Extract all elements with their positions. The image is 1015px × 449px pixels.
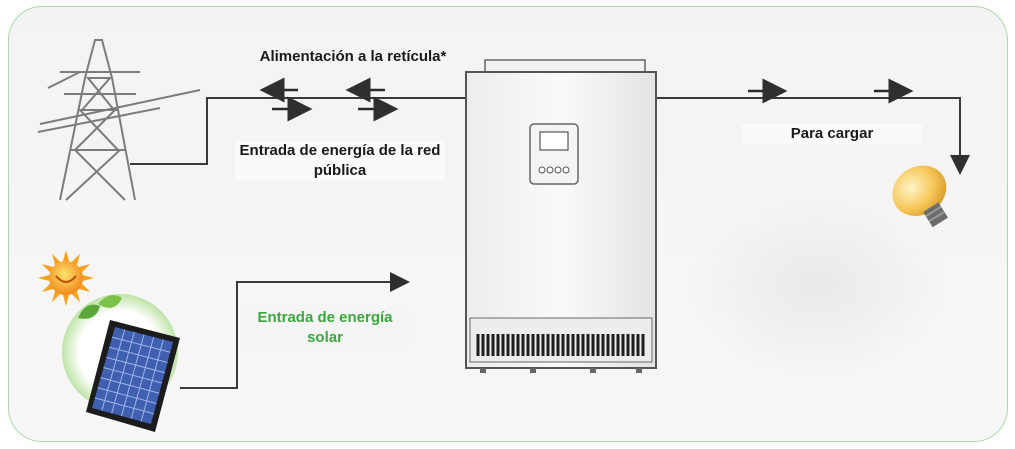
solar-line [180, 272, 410, 389]
load-line [655, 97, 970, 175]
inverter-vent [476, 334, 645, 356]
solar-panel-icon [62, 294, 180, 432]
load-label: Para cargar [742, 124, 922, 144]
inverter-screen [539, 131, 569, 151]
transmission-tower-icon [37, 39, 201, 201]
light-bulb-icon [892, 165, 948, 228]
inverter-icon [465, 59, 657, 373]
sun-icon [38, 250, 94, 306]
background-shade [687, 191, 947, 381]
grid-feed-label: Alimentación a la retícula* [259, 48, 447, 65]
grid-line [130, 97, 470, 165]
grid-input-label: Entrada de energía de la red pública [235, 141, 445, 181]
solar-input-label: Entrada de energía solar [240, 308, 410, 348]
grid-flow-arrows [259, 77, 399, 122]
